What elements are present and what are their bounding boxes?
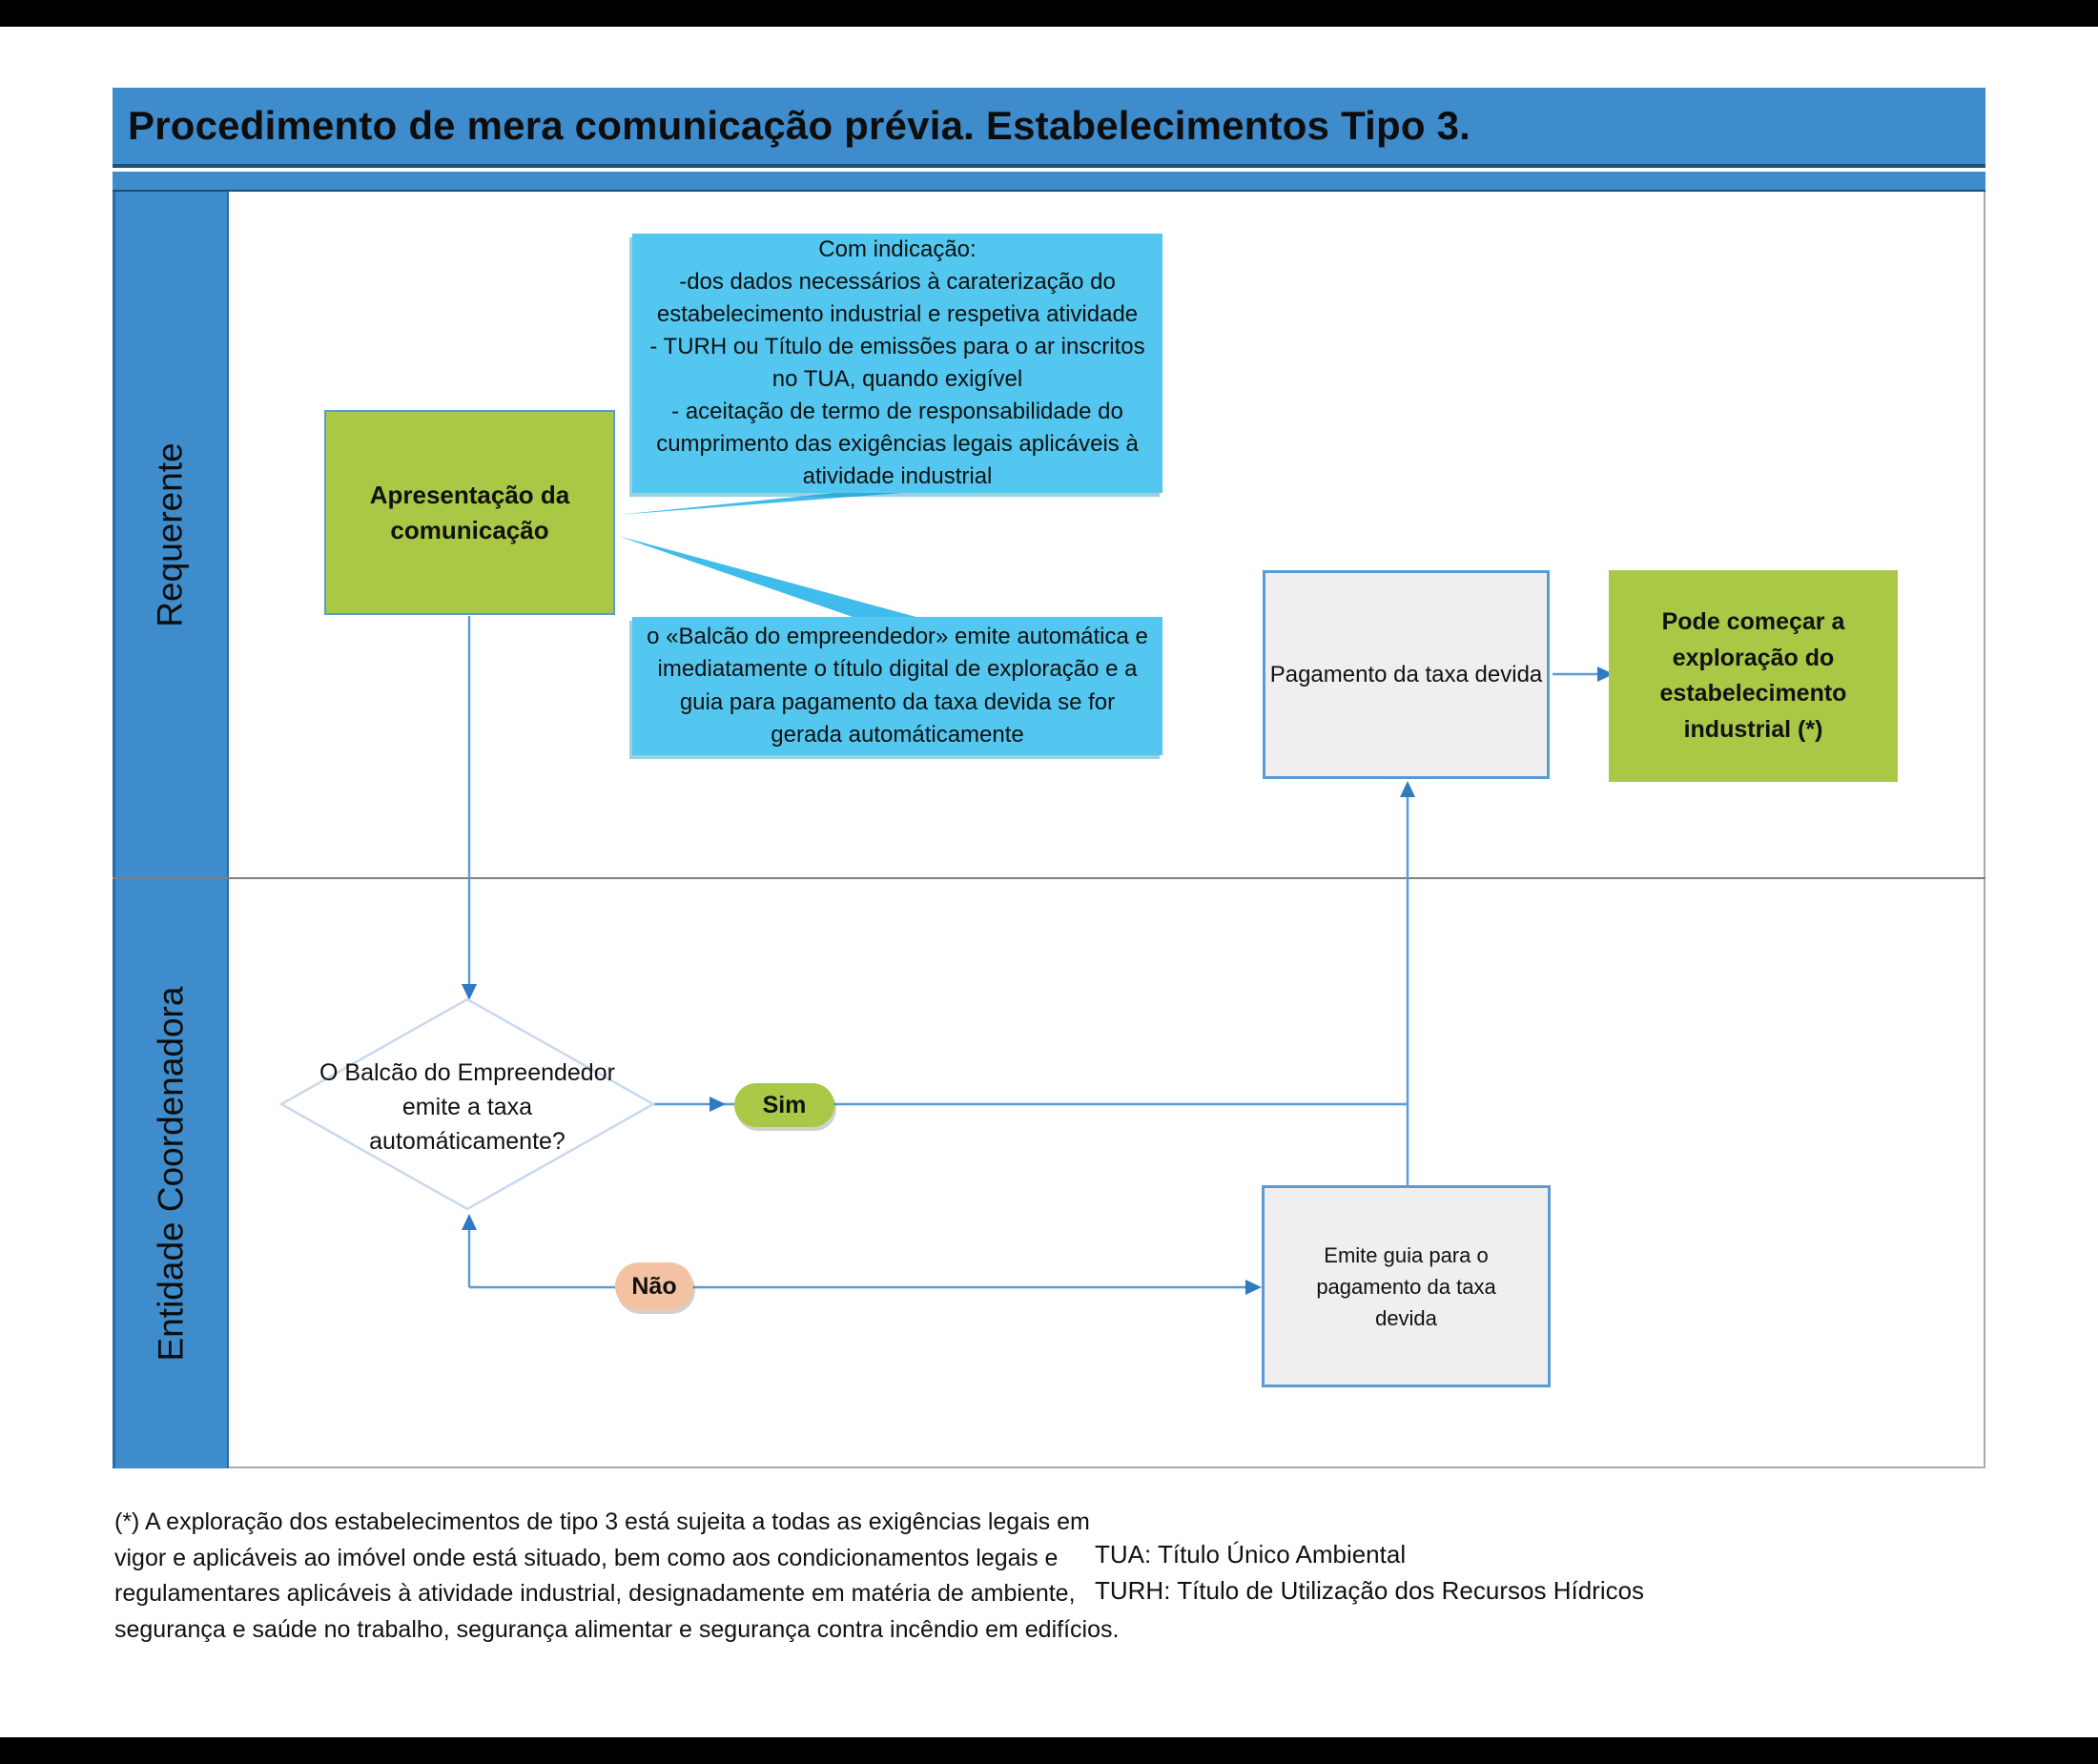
arrow-right-icon: [1245, 1280, 1262, 1295]
title-bar: Procedimento de mera comunicação prévia.…: [113, 88, 1985, 168]
decision-diamond: [278, 997, 656, 1211]
page-title: Procedimento de mera comunicação prévia.…: [128, 103, 1471, 148]
footnote-tua: TUA: Título Único Ambiental: [1095, 1540, 1407, 1569]
arrow-right-icon: [710, 1097, 726, 1112]
footnote-turh: TURH: Título de Utilização dos Recursos …: [1095, 1575, 1645, 1605]
arrow-up-icon: [1400, 781, 1415, 797]
callout-tail-top: [618, 492, 914, 515]
label-sim: Sim: [734, 1083, 834, 1127]
process-apresentacao-da-comunicacao: Apresentação da comunicação: [324, 410, 615, 615]
bottom-letterbox-bar: [0, 1737, 2098, 1764]
footnote-asterisk: (*) A exploração dos estabelecimentos de…: [114, 1508, 1120, 1643]
process-pode-comecar-exploracao: Pode começar a exploração do estabelecim…: [1609, 570, 1898, 782]
arrow-up-icon: [462, 1214, 477, 1230]
swimlane-label-strip: [113, 192, 229, 1468]
lane-divider-line: [113, 877, 1985, 879]
title-bar-subband: [113, 172, 1985, 192]
label-nao: Não: [615, 1262, 693, 1310]
process-pagamento-taxa: Pagamento da taxa devida: [1263, 570, 1550, 779]
arrow-right-icon: [1597, 667, 1614, 682]
arrow-down-icon: [462, 984, 477, 1000]
top-letterbox-bar: [0, 0, 2098, 27]
callout-tail-bottom: [618, 536, 923, 619]
callout-com-indicacao: Com indicação: -dos dados necessários à …: [632, 234, 1162, 493]
decision-text: O Balcão do Empreendedor emite a taxa au…: [319, 1058, 615, 1156]
footnote-abbreviations: TUA: Título Único Ambiental TURH: Título…: [1095, 1537, 1644, 1609]
callout-balcao-empreendedor: o «Balcão do empreendedor» emite automát…: [632, 617, 1162, 755]
process-emite-guia: Emite guia para o pagamento da taxa devi…: [1262, 1185, 1551, 1387]
